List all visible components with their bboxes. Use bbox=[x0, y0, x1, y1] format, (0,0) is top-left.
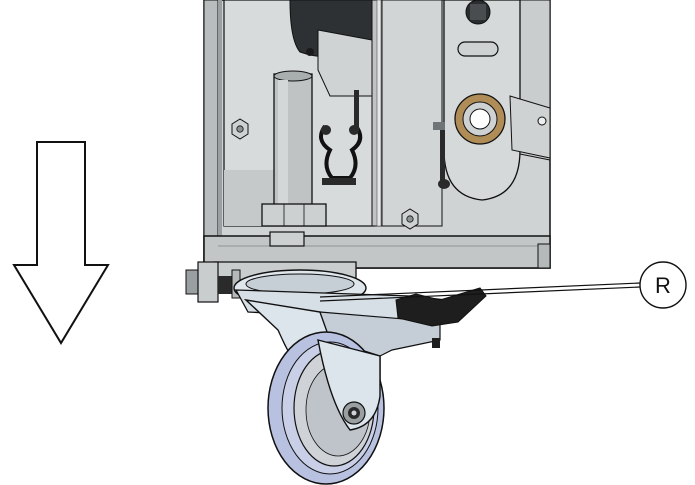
axle-bolt-icon bbox=[342, 401, 366, 425]
callout-r: R bbox=[319, 261, 687, 309]
caster-wheel bbox=[267, 331, 385, 485]
hex-nut-icon bbox=[401, 208, 419, 230]
machine-frame bbox=[203, 0, 551, 269]
callout-label: R bbox=[655, 273, 671, 298]
hex-nut-icon bbox=[231, 118, 249, 140]
cable-clamp-icon bbox=[319, 90, 363, 185]
pivot-arm bbox=[433, 0, 551, 201]
down-arrow-icon bbox=[12, 141, 110, 345]
side-bolt-icon bbox=[185, 261, 241, 303]
